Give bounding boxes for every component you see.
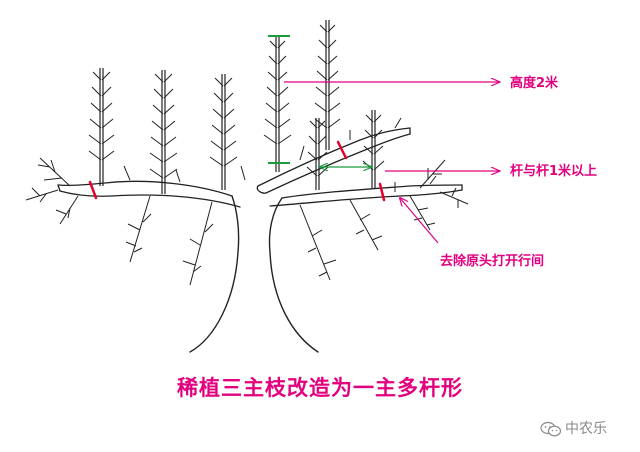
height-markers — [268, 35, 290, 164]
main-limbs — [57, 127, 463, 208]
height-annotation: 高度2米 — [510, 76, 559, 91]
cut-marks — [88, 140, 386, 202]
watermark: 中农乐 — [540, 418, 607, 438]
wechat-icon — [540, 421, 562, 437]
rod-side-shoots — [88, 24, 385, 179]
watermark-text: 中农乐 — [565, 421, 607, 437]
remove-head-arrow — [400, 198, 439, 244]
remove-head-annotation: 去除原头打开行间 — [440, 254, 545, 269]
limb-side-branches — [25, 117, 469, 286]
spacing-annotation: 杆与杆1米以上 — [510, 164, 598, 179]
diagram-title: 稀植三主枝改造为一主多杆形 — [177, 376, 463, 400]
upright-rods — [99, 20, 376, 194]
trunk — [189, 195, 319, 353]
annotation-arrows — [284, 82, 500, 244]
